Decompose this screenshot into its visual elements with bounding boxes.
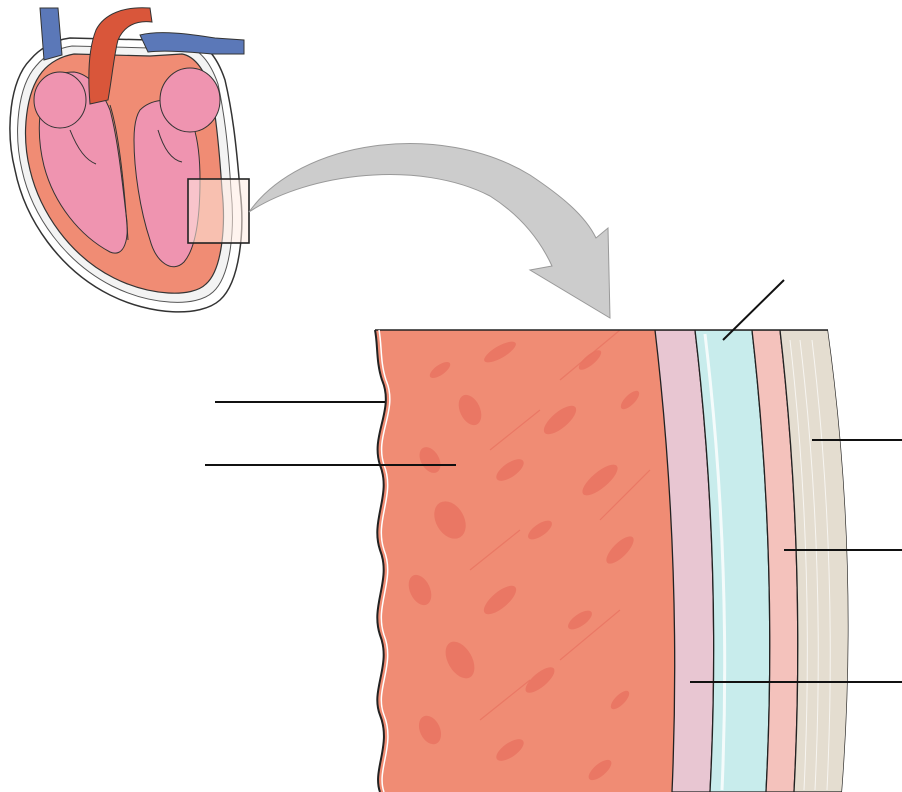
heart-icon [10,8,244,312]
curved-arrow-icon [249,144,610,318]
heart-vein [40,8,62,60]
wall-section [370,330,848,792]
magnify-box-icon [188,179,249,243]
